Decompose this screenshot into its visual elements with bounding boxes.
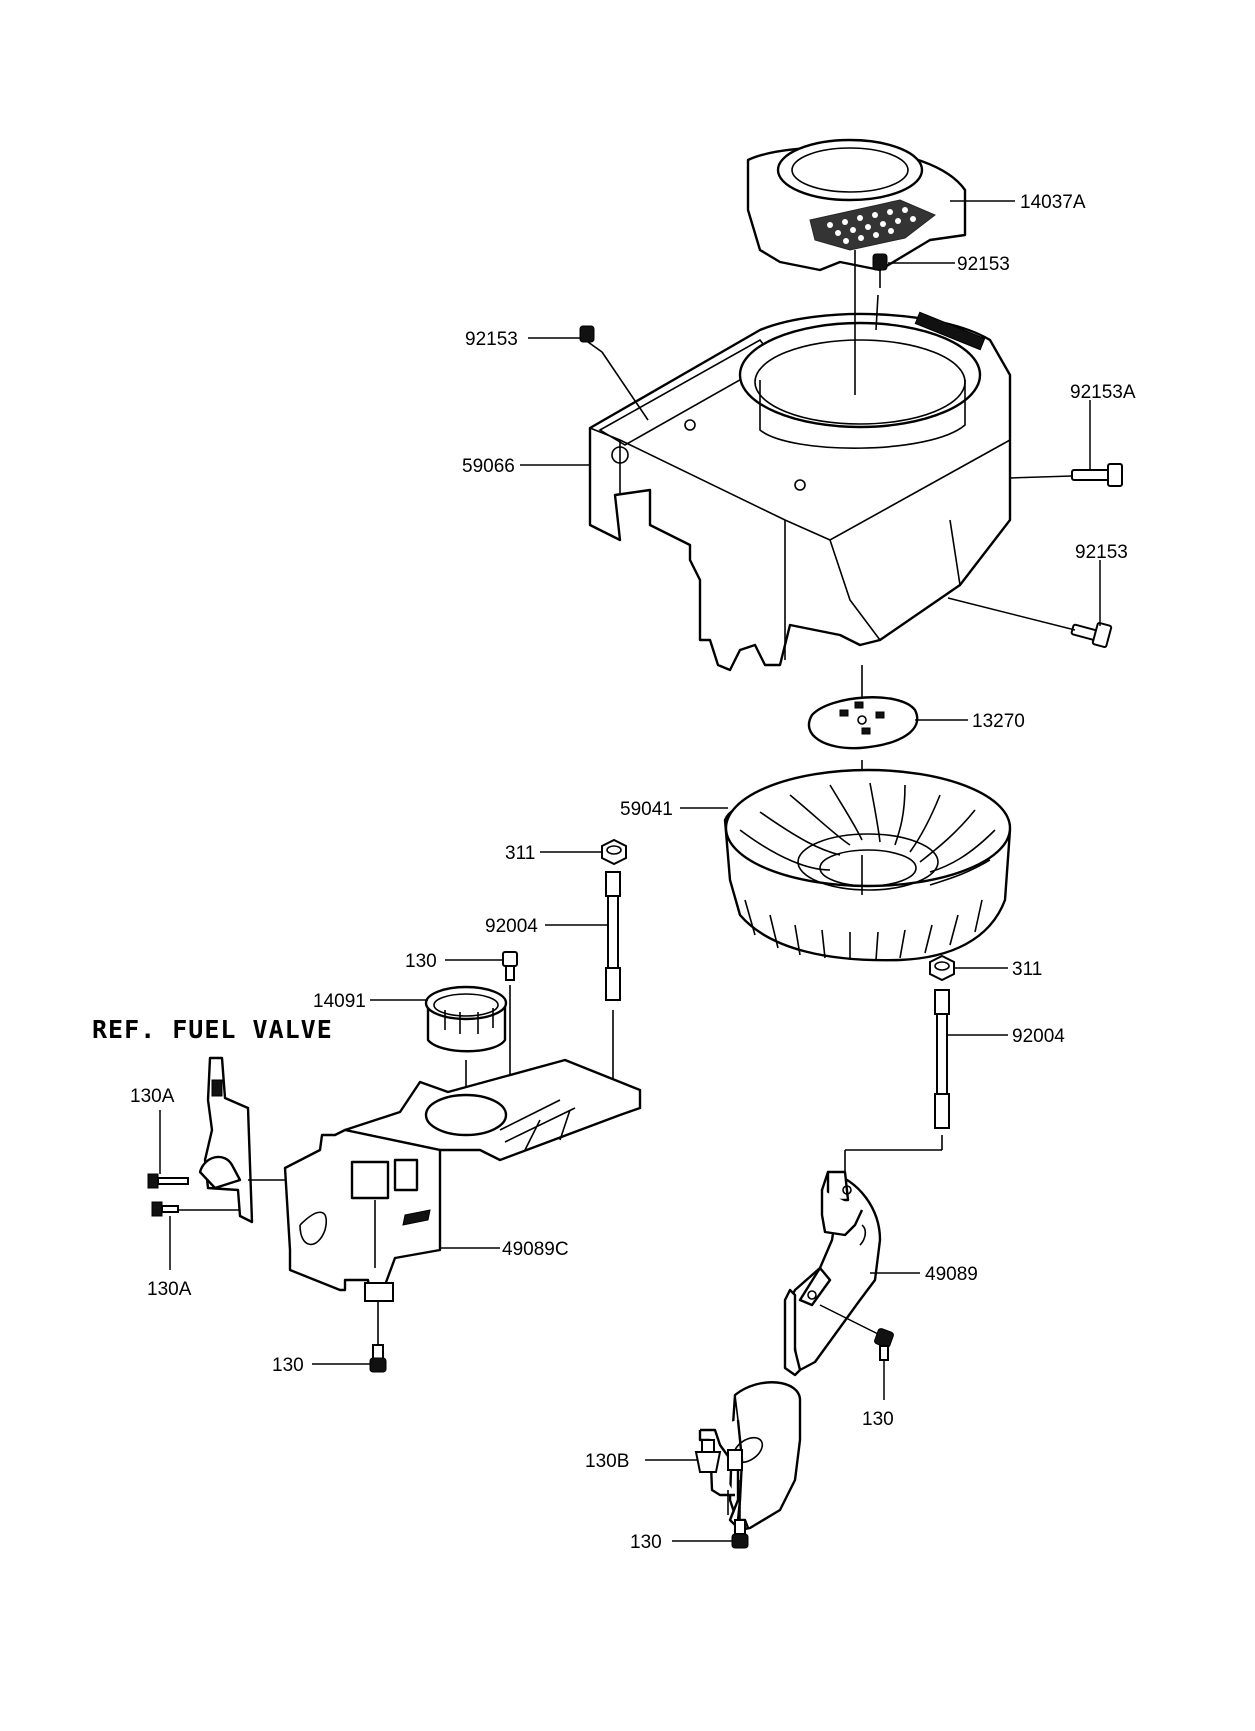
callout-49089: 49089: [925, 1264, 978, 1285]
callout-14091: 14091: [313, 991, 366, 1012]
bolt-130-top: [502, 951, 518, 981]
bolt-130-left-bottom: [369, 1344, 387, 1373]
callout-59041: 59041: [620, 799, 673, 820]
fuel-valve-bracket: [198, 1056, 254, 1224]
callout-311-left: 311: [505, 843, 535, 864]
callout-92153-top: 92153: [957, 254, 1010, 275]
callout-92004-right: 92004: [1012, 1026, 1065, 1047]
callout-92153-left: 92153: [465, 329, 518, 350]
callout-130-left-bottom: 130: [272, 1355, 304, 1376]
bolt-92153A: [1071, 463, 1123, 487]
nut-311-left: [601, 838, 627, 866]
callout-49089C: 49089C: [502, 1239, 569, 1260]
callout-13270: 13270: [972, 711, 1025, 732]
reference-note-fuel-valve: REF. FUEL VALVE: [92, 1015, 333, 1044]
callout-130A-top: 130A: [130, 1086, 175, 1107]
callout-92153-right: 92153: [1075, 542, 1128, 563]
callout-92153A: 92153A: [1070, 382, 1136, 403]
baffle-49089: [783, 1170, 882, 1377]
bolt-130-bottom: [731, 1519, 749, 1549]
cooling-fan-part: [723, 768, 1012, 962]
baffle-49089C: [283, 1058, 642, 1302]
bolt-130-right: [874, 1328, 894, 1361]
bolt-130A-top: [147, 1173, 189, 1189]
callout-311-right: 311: [1012, 959, 1042, 980]
nut-311-right: [929, 954, 955, 982]
callout-130-top: 130: [405, 951, 437, 972]
stud-92004-right: [934, 989, 950, 1129]
fan-plate-part: [807, 696, 919, 750]
collar-14091: [424, 985, 508, 1053]
stud-92004-left: [605, 871, 621, 1001]
callout-130B: 130B: [585, 1451, 629, 1472]
bolt-92153-left: [579, 325, 603, 353]
callout-59066: 59066: [462, 456, 515, 477]
bolt-130A-bottom: [151, 1201, 179, 1217]
callout-14037A: 14037A: [1020, 192, 1086, 213]
callout-130A-bottom: 130A: [147, 1279, 192, 1300]
bolt-130B: [694, 1439, 722, 1473]
fan-housing-part: [588, 311, 1012, 672]
callout-130-right: 130: [862, 1409, 894, 1430]
bolt-92153-right: [1070, 622, 1113, 648]
callout-130-bottom: 130: [630, 1532, 662, 1553]
bolt-92153-top: [872, 253, 888, 288]
callout-92004-left: 92004: [485, 916, 538, 937]
screen-cover-part: [746, 138, 967, 272]
